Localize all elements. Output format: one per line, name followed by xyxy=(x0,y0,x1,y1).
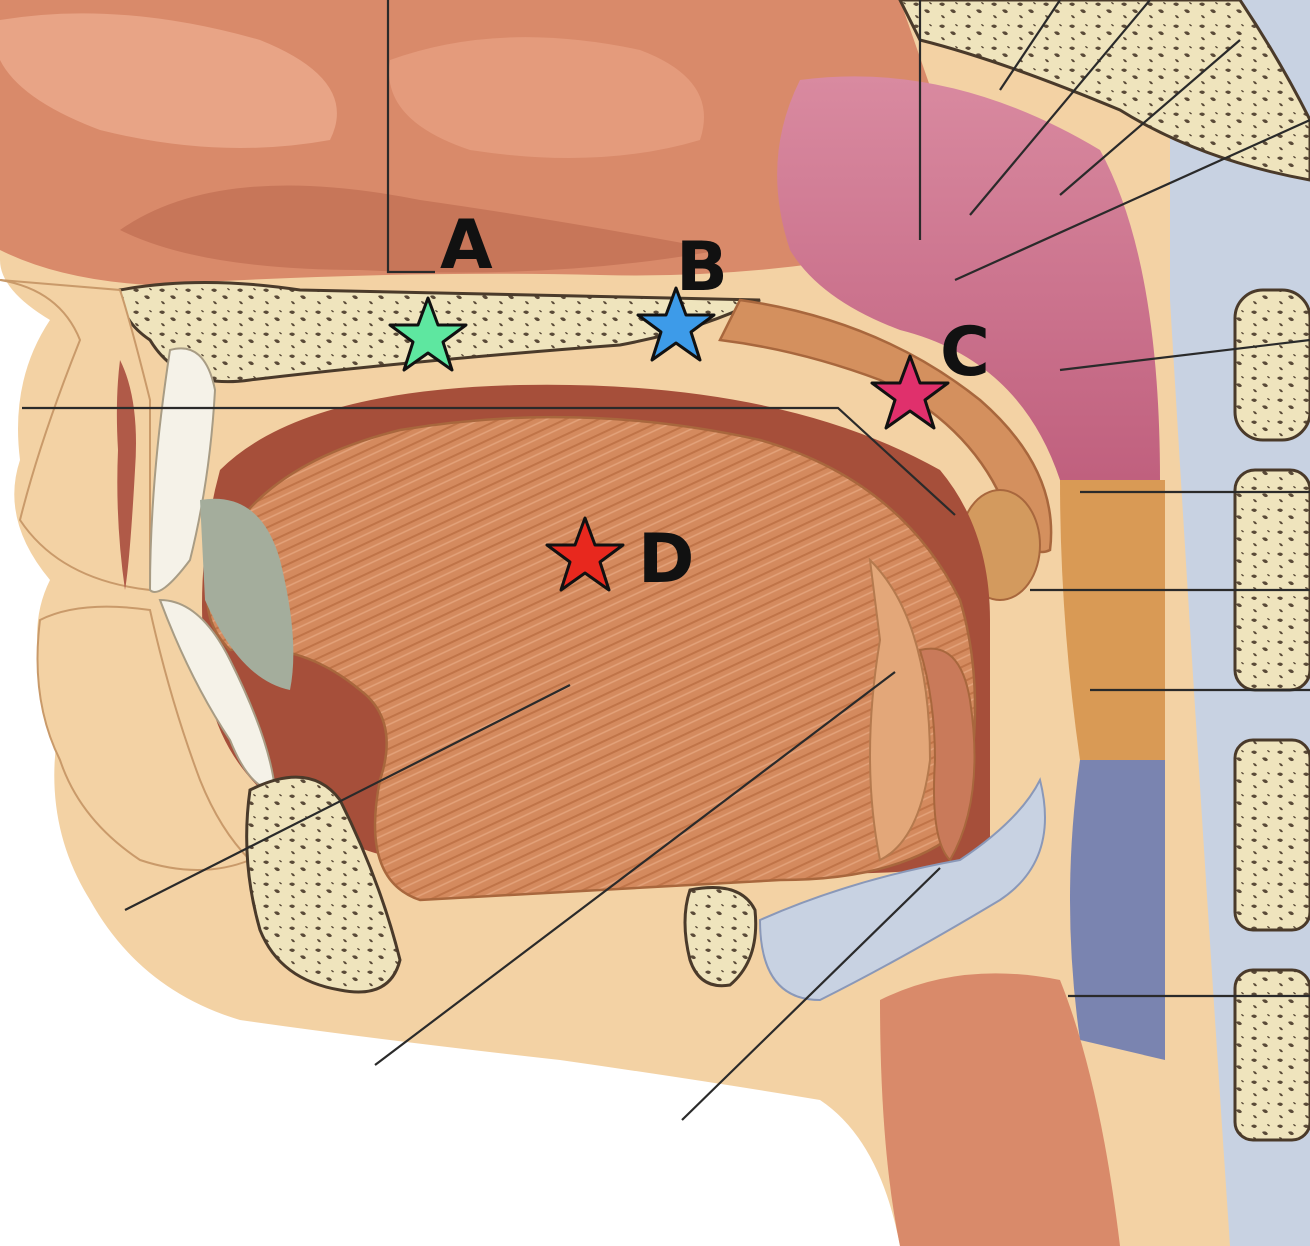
leader-line-7 xyxy=(1059,338,1310,372)
nasopharynx xyxy=(777,76,1160,480)
lingual-tonsil xyxy=(868,557,932,862)
leader-line-5 xyxy=(1059,39,1241,196)
vertebra-3 xyxy=(1233,738,1310,932)
vertebra-1 xyxy=(1233,288,1310,442)
marker-C: C xyxy=(870,313,990,430)
leader-line-8 xyxy=(22,406,956,516)
nasal-concha-middle xyxy=(389,37,704,159)
leader-line-14 xyxy=(681,867,941,1121)
leader-lines xyxy=(22,0,1310,1121)
leader-line-4 xyxy=(969,0,1151,216)
star-marker-a xyxy=(388,296,468,372)
upper-incisor xyxy=(148,347,217,593)
marker-B: B xyxy=(636,228,728,362)
laryngopharynx xyxy=(1070,760,1165,1060)
star-marker-c xyxy=(870,354,950,430)
marker-D: D xyxy=(545,516,694,599)
hyoid-bone xyxy=(683,886,758,988)
leader-line-12 xyxy=(124,684,571,911)
gingiva xyxy=(200,498,294,690)
vertebra-4 xyxy=(1233,968,1310,1142)
nasal-concha-upper xyxy=(0,13,337,149)
laryngeal-cartilage xyxy=(758,777,1046,1002)
marker-label-c: C xyxy=(940,313,990,392)
vertebra-2 xyxy=(1233,468,1310,692)
epiglottis xyxy=(918,647,976,862)
marker-A: A xyxy=(388,206,493,372)
mandible xyxy=(245,775,402,994)
star-marker-b xyxy=(636,286,716,362)
skull-base xyxy=(898,0,1310,182)
marker-label-a: A xyxy=(440,206,493,285)
star-marker-d xyxy=(545,516,625,592)
larynx xyxy=(880,973,1120,1246)
leader-line-1 xyxy=(386,0,435,274)
marker-label-d: D xyxy=(638,520,694,599)
marker-label-b: B xyxy=(676,228,728,307)
oropharynx xyxy=(1060,480,1165,760)
lip-vestibule xyxy=(116,360,136,590)
leader-line-6 xyxy=(954,118,1310,282)
nasal-concha-lower xyxy=(120,185,720,273)
leader-line-3 xyxy=(999,0,1061,91)
leader-line-13 xyxy=(374,671,896,1066)
upper-lip xyxy=(0,279,151,592)
